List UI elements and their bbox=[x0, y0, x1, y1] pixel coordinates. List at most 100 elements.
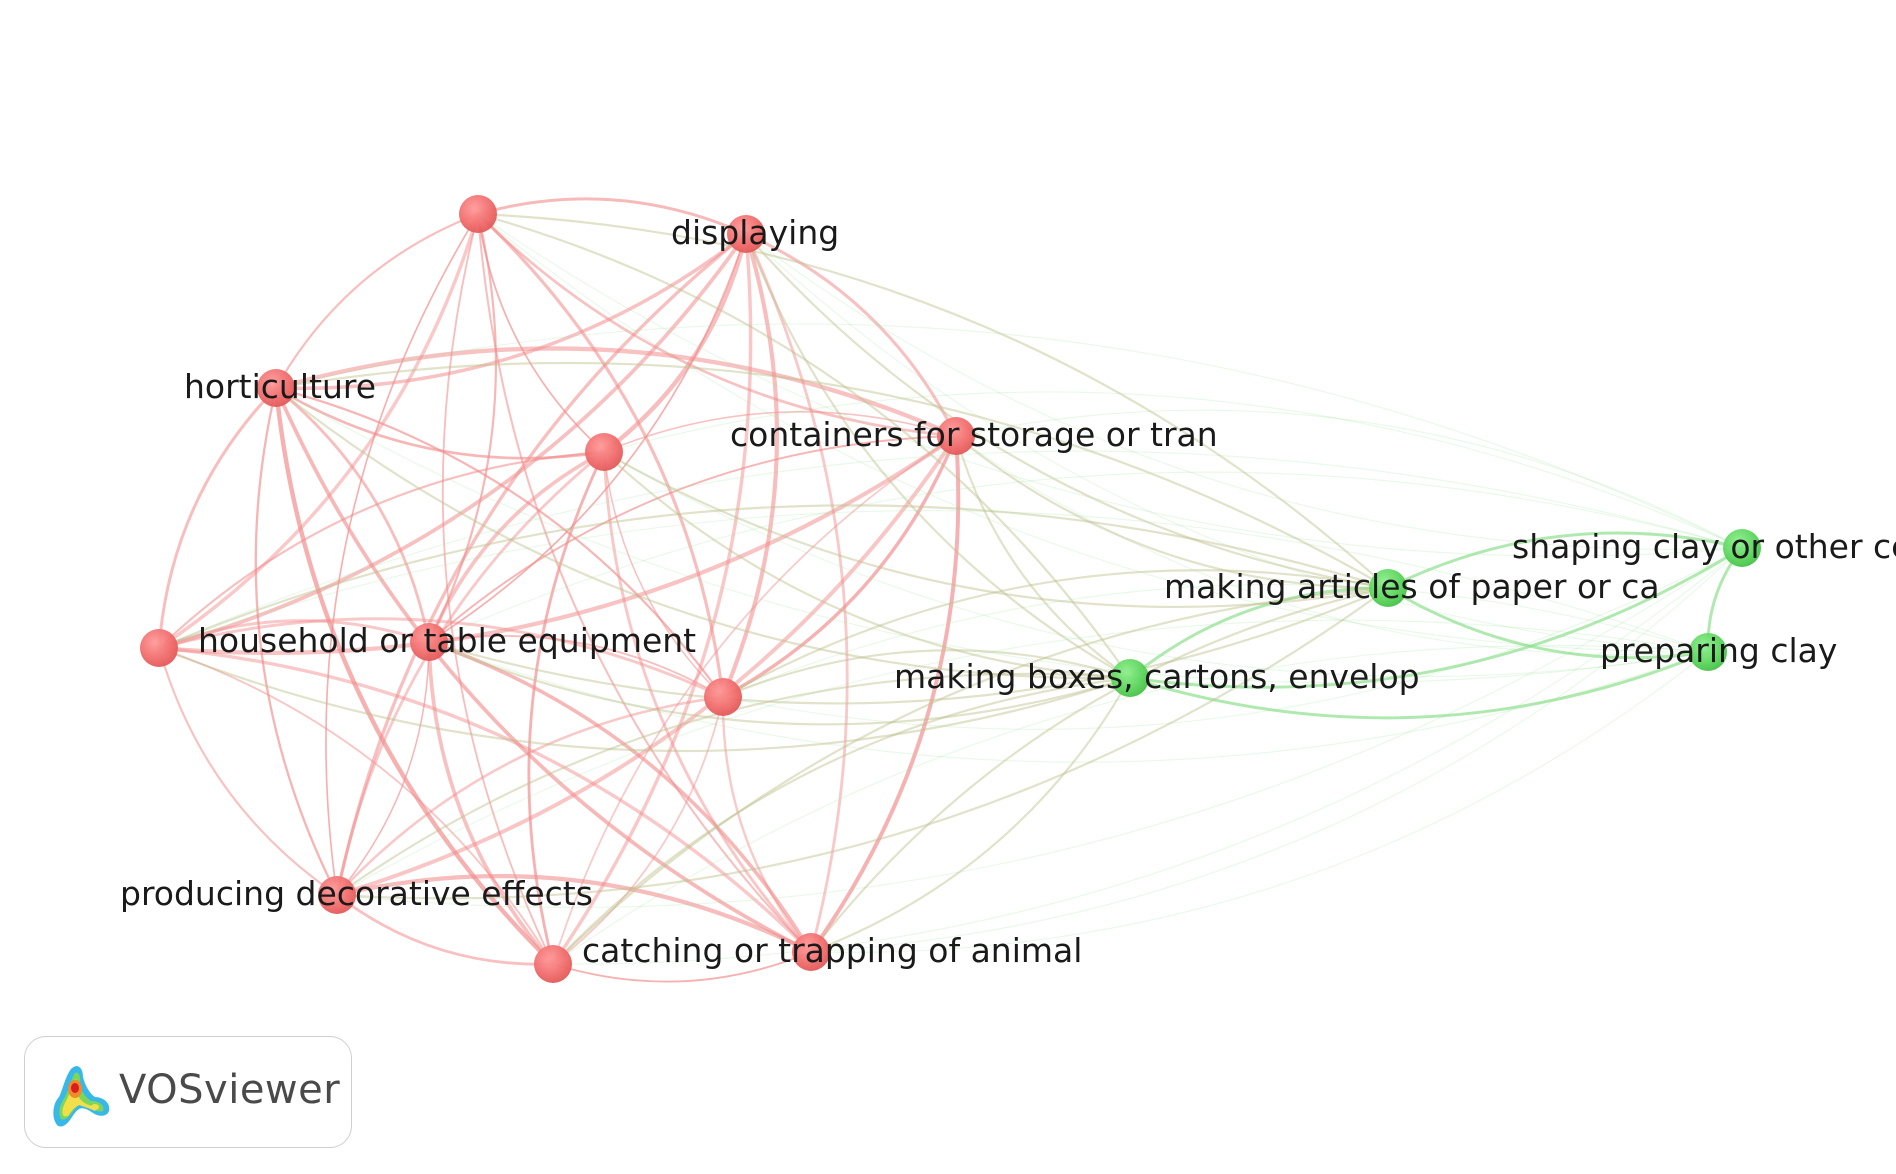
edge-n_top-containers bbox=[476, 212, 958, 438]
edge-displaying-trapping bbox=[744, 232, 849, 954]
edge-n_left-trapping bbox=[157, 646, 813, 954]
edge-containers-n_bottom bbox=[552, 435, 957, 965]
edge-n_center-decorative bbox=[335, 695, 725, 897]
edge-boxes-shaping bbox=[1128, 546, 1744, 689]
edge-n_mid-household bbox=[427, 450, 606, 644]
edge-decorative-trapping bbox=[334, 874, 814, 955]
node-n_mid[interactable] bbox=[585, 433, 623, 471]
edge-paper-clay bbox=[1386, 586, 1710, 660]
edge-household-decorative bbox=[336, 641, 430, 896]
edge-n_center-shaping bbox=[722, 547, 1743, 730]
edge-displaying-clay bbox=[745, 233, 1709, 653]
edge-n_bottom-paper bbox=[551, 586, 1390, 966]
edge-horticulture-household bbox=[274, 386, 431, 644]
edge-containers-shaping bbox=[955, 409, 1743, 549]
edge-n_left-decorative bbox=[157, 646, 339, 897]
edge-n_center-trapping bbox=[721, 695, 813, 954]
label-layer: displaying horticulture containers for sto… bbox=[120, 213, 1896, 970]
node-household[interactable] bbox=[410, 623, 448, 661]
edge-decorative-shaping bbox=[336, 547, 1743, 909]
edge-displaying-household bbox=[428, 233, 747, 643]
edge-horticulture-clay bbox=[275, 387, 1709, 684]
edge-n_top-shaping bbox=[477, 213, 1743, 557]
edge-n_top-paper bbox=[476, 212, 1390, 590]
edge-household-n_bottom bbox=[427, 640, 555, 966]
edge-n_mid-paper bbox=[602, 450, 1390, 608]
node-decorative[interactable] bbox=[318, 876, 356, 914]
edge-displaying-horticulture bbox=[274, 232, 748, 391]
edge-displaying-n_bottom bbox=[551, 232, 753, 966]
edge-horticulture-n_left bbox=[157, 386, 278, 650]
edge-decorative-clay bbox=[336, 619, 1709, 896]
node-label-containers: containers for storage or tran bbox=[730, 415, 1218, 454]
edge-displaying-shaping bbox=[745, 233, 1743, 550]
edge-household-clay bbox=[428, 641, 1709, 763]
edge-boxes-clay bbox=[1128, 650, 1710, 720]
edge-n_left-n_center bbox=[157, 617, 725, 699]
node-layer bbox=[140, 195, 1761, 983]
edge-containers-clay bbox=[955, 435, 1709, 656]
edge-n_center-boxes bbox=[721, 649, 1132, 699]
node-label-paper: making articles of paper or ca bbox=[1164, 567, 1660, 606]
edge-containers-n_center bbox=[721, 434, 958, 699]
node-n_top[interactable] bbox=[459, 195, 497, 233]
edge-layer bbox=[156, 197, 1744, 983]
edge-n_mid-n_left bbox=[157, 450, 606, 650]
edge-n_center-n_bottom bbox=[552, 696, 724, 965]
edge-boxes-paper bbox=[1128, 586, 1390, 680]
node-clay[interactable] bbox=[1689, 633, 1727, 671]
node-label-boxes: making boxes, cartons, envelop bbox=[894, 657, 1420, 696]
node-containers[interactable] bbox=[937, 417, 975, 455]
edge-household-trapping bbox=[427, 640, 813, 954]
edge-n_mid-containers bbox=[603, 411, 957, 453]
node-paper[interactable] bbox=[1369, 569, 1407, 607]
edge-n_center-clay bbox=[722, 583, 1709, 698]
edge-containers-boxes bbox=[954, 434, 1132, 680]
edge-n_bottom-trapping bbox=[552, 951, 812, 983]
edge-n_top-displaying bbox=[476, 197, 748, 236]
edge-n_center-paper bbox=[721, 569, 1390, 699]
edge-horticulture-decorative bbox=[254, 386, 339, 897]
edge-n_mid-clay bbox=[603, 451, 1709, 678]
edge-trapping-shaping bbox=[810, 547, 1743, 953]
edge-displaying-boxes bbox=[744, 232, 1132, 680]
edge-horticulture-trapping bbox=[274, 386, 813, 954]
edge-displaying-n_center bbox=[720, 231, 779, 700]
node-n_left[interactable] bbox=[140, 629, 178, 667]
edge-n_mid-boxes bbox=[602, 450, 1132, 680]
node-label-displaying: displaying bbox=[671, 213, 839, 252]
edge-n_top-decorative bbox=[325, 213, 479, 896]
node-trapping[interactable] bbox=[792, 933, 830, 971]
edge-n_top-horticulture bbox=[274, 212, 480, 390]
edge-n_left-clay bbox=[158, 510, 1709, 653]
edge-decorative-n_bottom bbox=[335, 893, 555, 966]
node-boxes[interactable] bbox=[1111, 659, 1149, 697]
node-n_center[interactable] bbox=[704, 678, 742, 716]
edge-horticulture-shaping bbox=[275, 323, 1743, 549]
edge-displaying-decorative bbox=[335, 232, 748, 897]
edge-n_mid-trapping bbox=[602, 450, 813, 954]
node-n_bottom[interactable] bbox=[534, 945, 572, 983]
edge-n_mid-n_center bbox=[603, 451, 724, 698]
edge-paper-shaping bbox=[1386, 531, 1744, 590]
edge-household-boxes bbox=[427, 640, 1132, 726]
edge-displaying-n_left bbox=[157, 232, 748, 650]
edge-decorative-boxes bbox=[335, 672, 1132, 897]
node-label-clay: preparing clay bbox=[1600, 631, 1837, 670]
node-displaying[interactable] bbox=[727, 215, 765, 253]
edge-containers-decorative bbox=[335, 434, 958, 897]
edge-trapping-boxes bbox=[809, 676, 1132, 954]
node-label-household: household or table equipment bbox=[198, 621, 696, 660]
edge-displaying-containers bbox=[744, 232, 958, 438]
edge-n_mid-shaping bbox=[603, 391, 1743, 549]
node-horticulture[interactable] bbox=[257, 369, 295, 407]
node-label-horticulture: horticulture bbox=[184, 367, 376, 406]
vosviewer-logo: VOSviewer bbox=[24, 1036, 352, 1148]
edge-n_top-n_center bbox=[476, 212, 725, 699]
node-shaping[interactable] bbox=[1723, 529, 1761, 567]
edge-n_bottom-shaping bbox=[552, 547, 1743, 965]
edge-n_left-household bbox=[157, 619, 431, 650]
edge-n_top-clay bbox=[477, 213, 1709, 653]
edge-containers-paper bbox=[954, 434, 1390, 590]
